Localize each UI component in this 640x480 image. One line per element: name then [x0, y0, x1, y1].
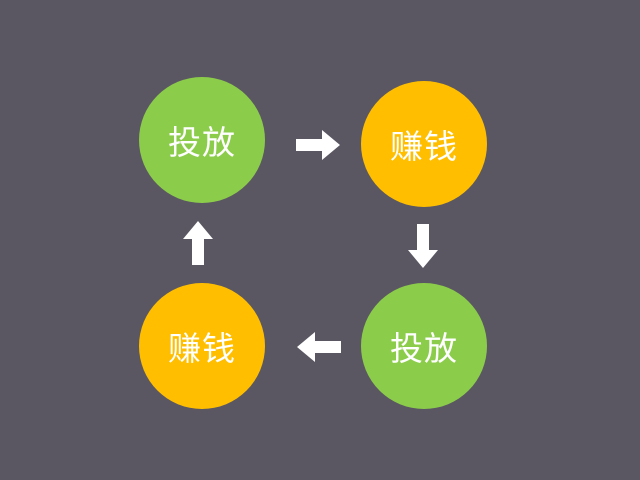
node-label: 赚钱: [168, 329, 236, 368]
node-invest-top-left: 投放: [139, 77, 265, 203]
arrow-left-icon: [297, 332, 341, 362]
node-earn-bottom-left: 赚钱: [139, 283, 265, 409]
node-earn-top-right: 赚钱: [361, 81, 487, 207]
node-label: 投放: [168, 123, 236, 162]
arrow-right-icon: [296, 130, 340, 160]
node-label: 赚钱: [390, 127, 458, 166]
node-label: 投放: [390, 329, 458, 368]
arrow-down-icon: [408, 224, 438, 268]
node-invest-bottom-right: 投放: [361, 283, 487, 409]
arrow-up-icon: [183, 221, 213, 265]
